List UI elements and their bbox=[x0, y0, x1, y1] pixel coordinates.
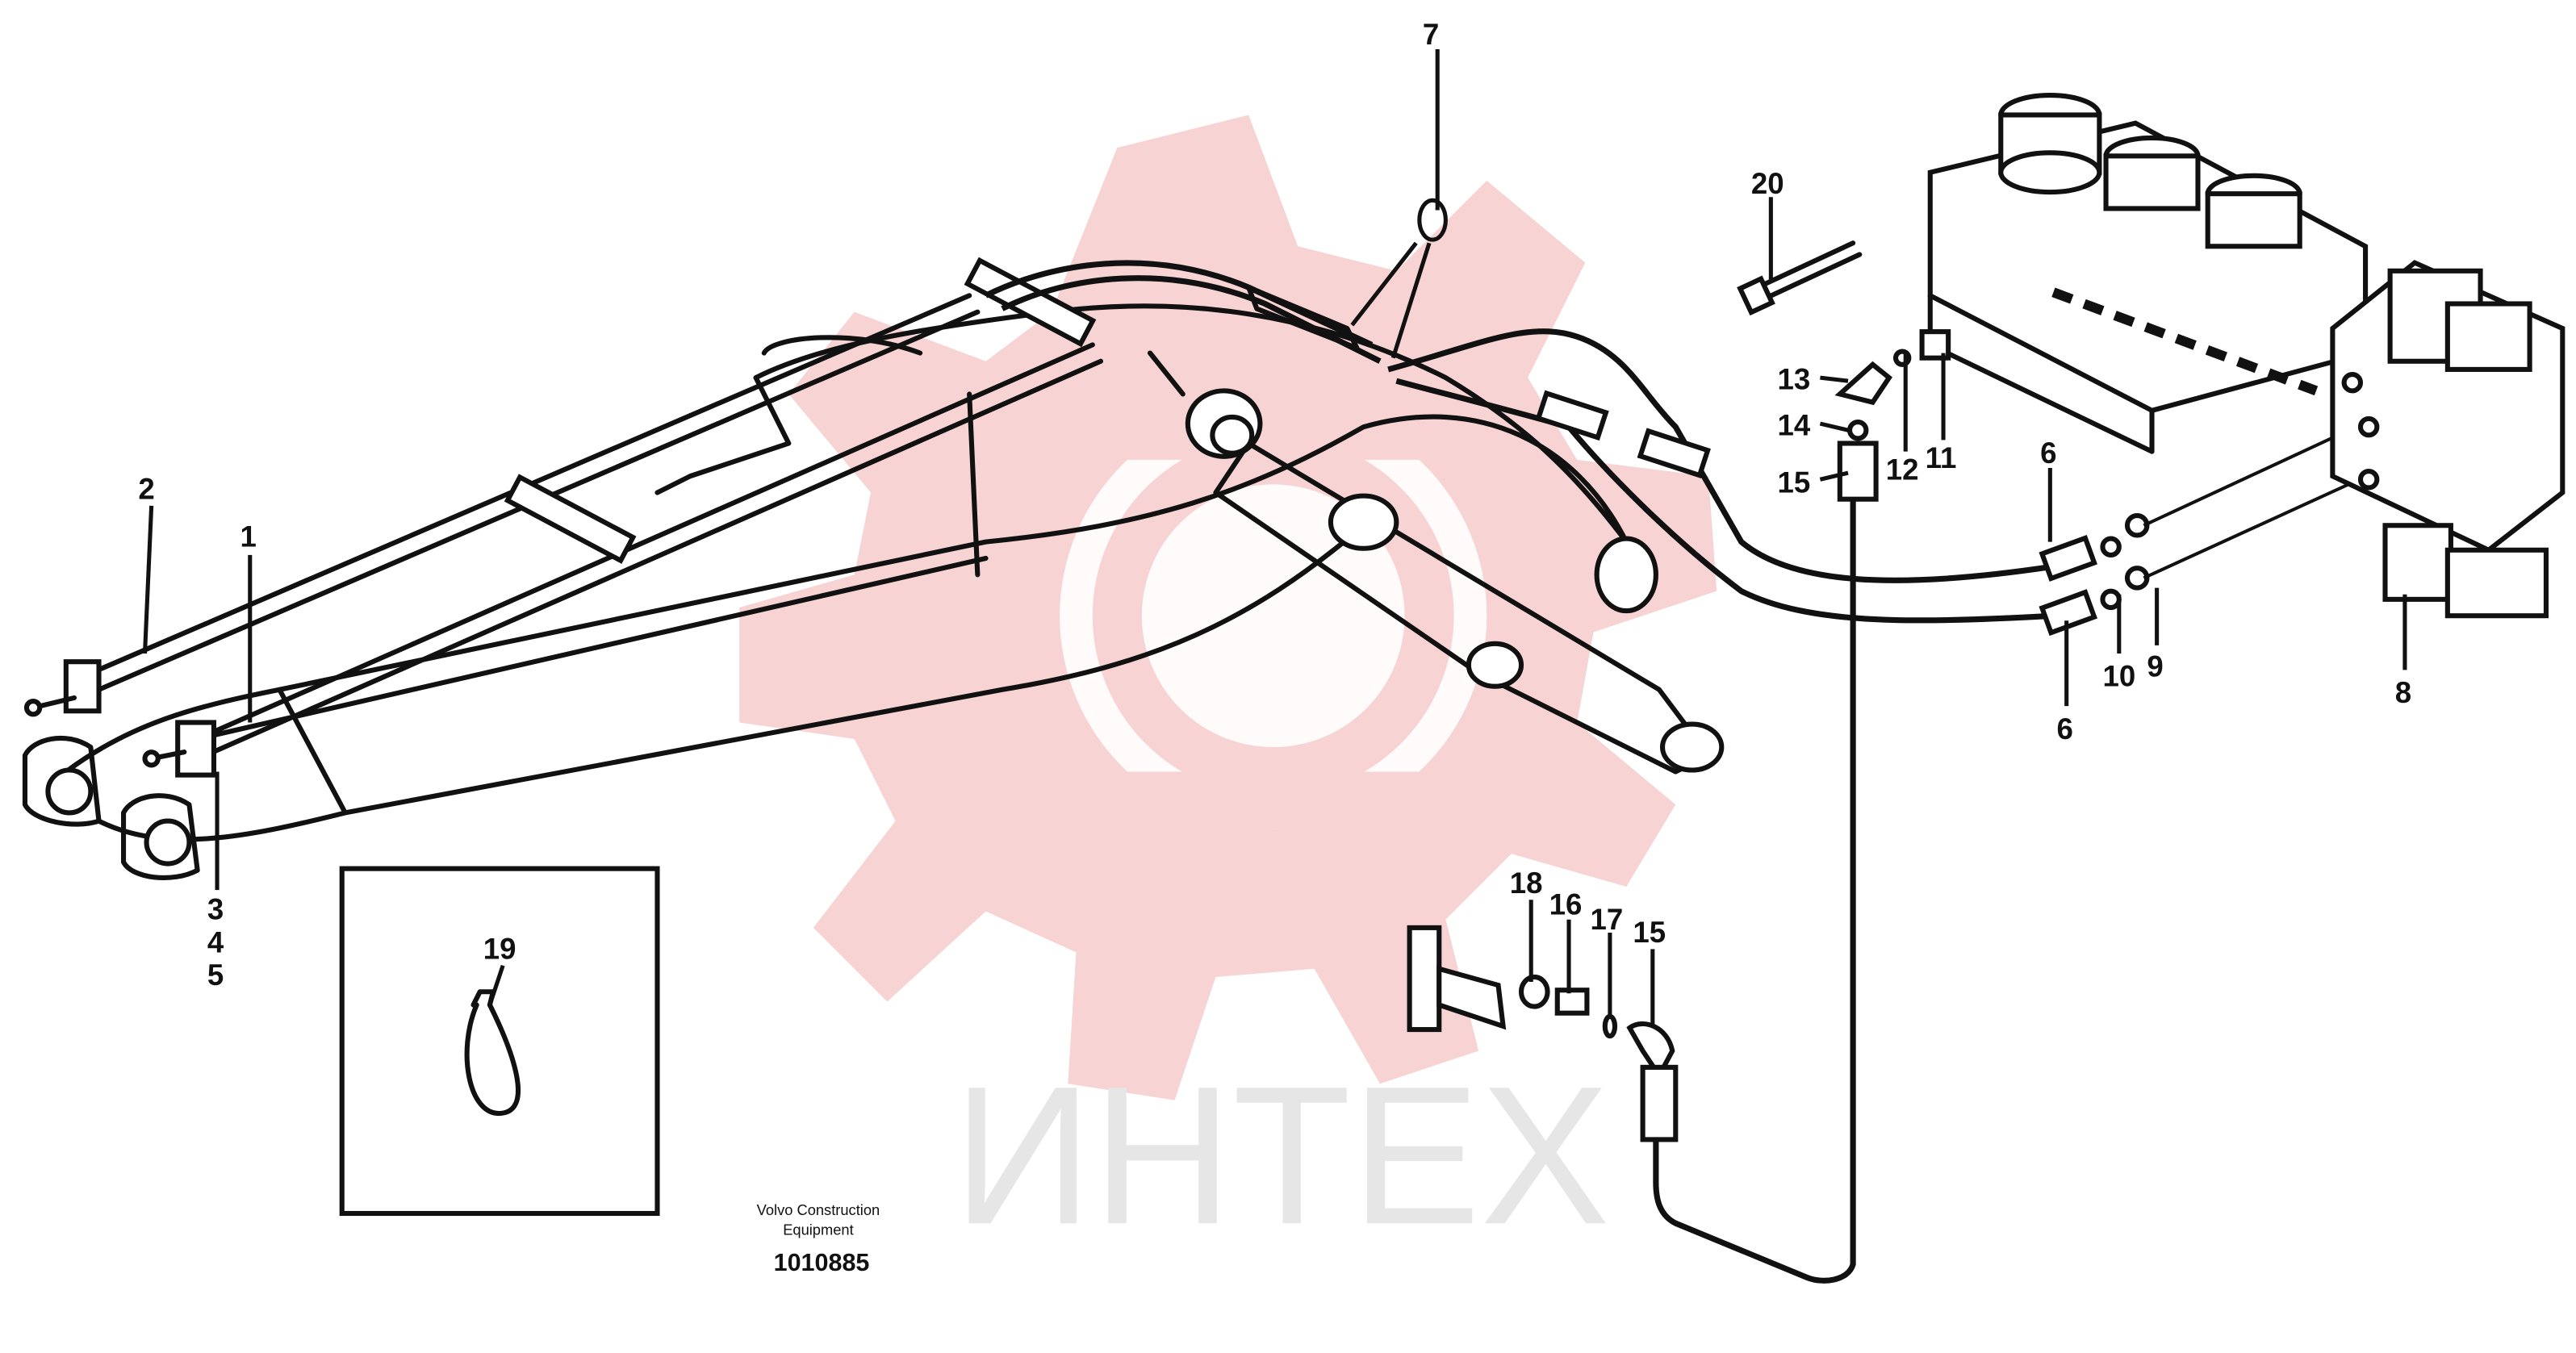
bolt-20 bbox=[1737, 240, 1863, 316]
callout-3: 3 bbox=[207, 893, 224, 926]
fittings-lower bbox=[1407, 925, 1679, 1142]
company-line-1: Volvo Construction bbox=[757, 1201, 880, 1218]
callout-9: 9 bbox=[2147, 650, 2163, 683]
callout-5: 5 bbox=[207, 958, 224, 992]
callout-2: 2 bbox=[138, 473, 154, 506]
callout-labels: 7 20 2 1 3 4 5 13 14 15 12 11 6 6 10 9 8… bbox=[138, 18, 2411, 992]
callout-13: 13 bbox=[1777, 362, 1810, 395]
pipe-lines bbox=[88, 257, 1382, 758]
leader-lines bbox=[142, 49, 2407, 1026]
hoses bbox=[1387, 328, 2375, 1284]
inset-box bbox=[339, 866, 660, 1217]
callout-12: 12 bbox=[1886, 453, 1919, 486]
caption-block: Volvo Construction Equipment 1010885 bbox=[757, 1201, 880, 1276]
callout-11: 11 bbox=[1926, 441, 1957, 474]
drawing-number: 1010885 bbox=[774, 1249, 870, 1276]
callout-16: 16 bbox=[1549, 888, 1583, 921]
fittings-upper bbox=[1834, 329, 1951, 502]
callout-6-upper: 6 bbox=[2040, 436, 2056, 470]
company-line-2: Equipment bbox=[783, 1221, 853, 1238]
callout-19: 19 bbox=[483, 933, 516, 966]
callout-10: 10 bbox=[2102, 660, 2135, 693]
callout-15-upper: 15 bbox=[1777, 466, 1810, 499]
control-valve bbox=[1927, 92, 2566, 619]
callout-17: 17 bbox=[1590, 903, 1623, 936]
boom bbox=[22, 303, 1725, 880]
callout-15-lower: 15 bbox=[1633, 916, 1666, 949]
callout-14: 14 bbox=[1777, 408, 1810, 441]
callout-1: 1 bbox=[240, 520, 257, 553]
callout-18: 18 bbox=[1510, 867, 1543, 900]
callout-6-lower: 6 bbox=[2056, 712, 2072, 745]
callout-8: 8 bbox=[2395, 676, 2411, 709]
front-clamps bbox=[23, 659, 217, 778]
watermark-text: ИНТЕХ bbox=[953, 1045, 1610, 1265]
callout-20: 20 bbox=[1751, 167, 1784, 200]
callout-7: 7 bbox=[1423, 18, 1439, 51]
callout-4: 4 bbox=[207, 925, 224, 958]
